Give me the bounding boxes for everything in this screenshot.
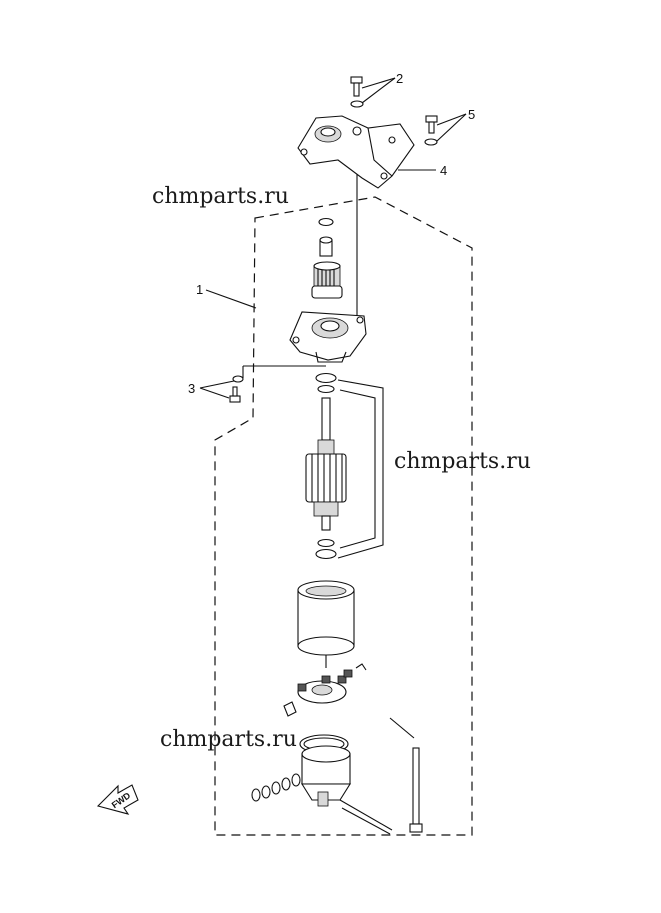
washer-3 <box>232 375 244 383</box>
thrust-washer-lower-1 <box>317 538 335 548</box>
washer-2 <box>350 100 364 108</box>
bolt-3 <box>229 386 241 403</box>
brush-holder <box>283 663 367 717</box>
thrust-washer-upper-2 <box>317 384 335 394</box>
callout-1: 1 <box>196 282 203 297</box>
fwd-arrow-icon: FWD <box>96 784 139 815</box>
watermark-top: chmparts.ru <box>152 184 289 209</box>
through-bolt-guide <box>339 717 415 835</box>
thrust-washer-upper-1 <box>315 372 337 384</box>
bolt-5 <box>425 115 438 134</box>
leader-3b <box>199 387 230 399</box>
brush-springs <box>251 773 301 802</box>
stopper-collar <box>319 236 333 257</box>
through-bolt <box>409 747 423 833</box>
leader-2a <box>361 77 396 89</box>
watermark-middle: chmparts.ru <box>394 449 531 474</box>
callout-4: 4 <box>440 163 447 178</box>
pinion-gear <box>311 261 343 299</box>
leader-5a <box>436 113 467 126</box>
thrust-washer-lower-2 <box>315 548 337 560</box>
callout-2: 2 <box>396 71 403 86</box>
washer-5 <box>424 138 438 146</box>
rear-cover <box>301 745 351 807</box>
callout-5: 5 <box>468 107 475 122</box>
washer-group-bracket <box>337 379 384 559</box>
callout-3: 3 <box>188 381 195 396</box>
watermark-bottom: chmparts.ru <box>160 727 297 752</box>
assembly-boundary-dashed <box>214 196 473 836</box>
spacer-ring <box>318 217 334 227</box>
bolt-2 <box>350 76 363 97</box>
leader-2b <box>361 77 396 104</box>
mounting-bracket-4 <box>297 115 415 189</box>
armature <box>305 397 347 531</box>
yoke-housing <box>297 580 355 656</box>
leader-5b <box>436 113 467 142</box>
leader-1 <box>205 289 257 309</box>
leader-3a <box>199 380 235 389</box>
front-cover <box>289 311 367 363</box>
